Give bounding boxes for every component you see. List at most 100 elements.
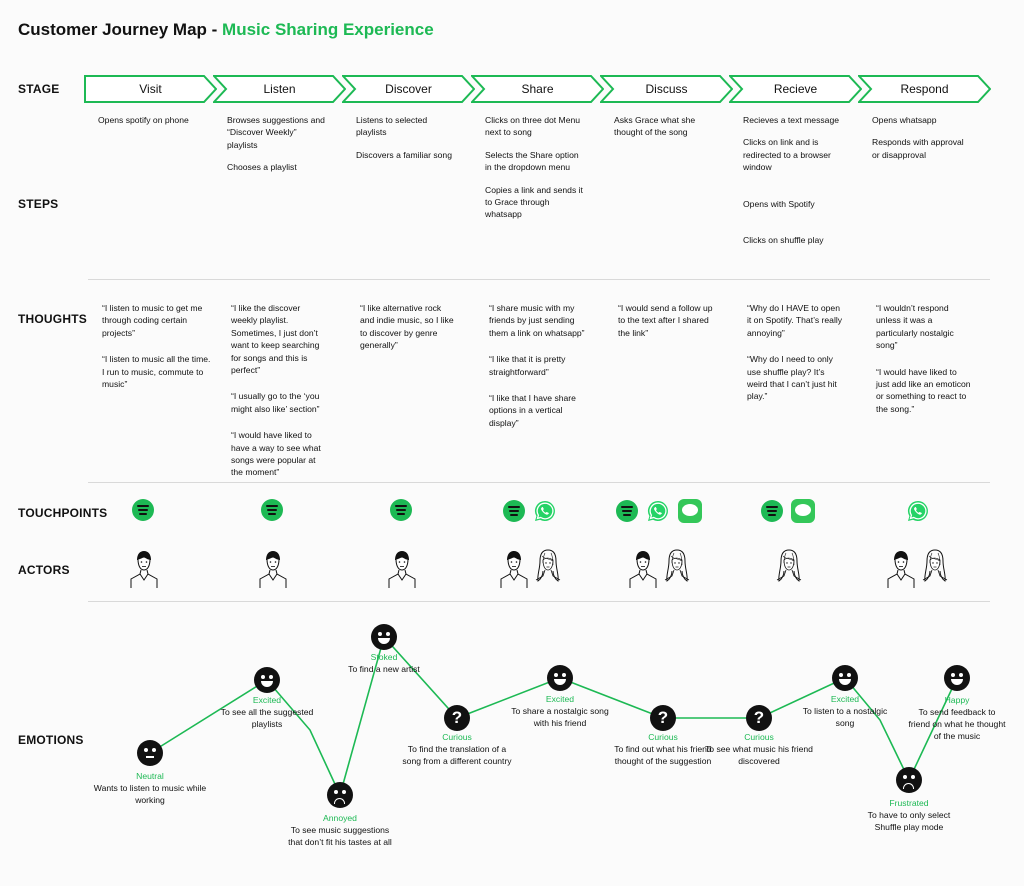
emotion-name: Happy: [944, 695, 970, 705]
step-text: Browses suggestions and “Discover Weekly…: [227, 115, 325, 150]
emotion-name: Neutral: [136, 771, 164, 781]
thoughts-column: “I like alternative rock and indie music…: [360, 302, 456, 366]
actor-group: [258, 548, 288, 588]
emotion-label: Curious To find out what his friend thoug…: [608, 731, 718, 767]
emotion-text: To share a nostalgic song with his frien…: [511, 706, 609, 728]
step-text: Responds with approval or disapproval: [872, 137, 964, 160]
row-label-thoughts: THOUGHTS: [18, 312, 87, 326]
stage-visit: Visit: [84, 75, 217, 103]
emotion-text: To find a new artist: [348, 664, 420, 674]
thought-text: “I would have liked to have a way to see…: [231, 430, 321, 478]
stage-label: Respond: [900, 82, 949, 96]
stage-label: Share: [521, 82, 554, 96]
emotion-text: To find out what his friend thought of t…: [614, 744, 712, 766]
touchpoint-group: [615, 499, 702, 523]
stage-respond: Respond: [858, 75, 991, 103]
emotion-happy-icon: [944, 665, 970, 691]
touchpoint-group: [389, 499, 412, 521]
actor-group: [628, 548, 692, 588]
thought-text: “I wouldn’t respond unless it was a part…: [876, 303, 954, 351]
messages-icon: [677, 499, 702, 523]
emotion-name: Excited: [545, 694, 575, 704]
row-label-actors: ACTORS: [18, 563, 70, 577]
divider: [88, 279, 990, 280]
touchpoint-group: [260, 499, 283, 521]
emotion-label: Stoked To find a new artist: [329, 651, 439, 675]
stage-label: Discover: [385, 82, 432, 96]
stage-share: Share: [471, 75, 604, 103]
touchpoint-group: [906, 499, 930, 523]
thought-text: “I listen to music to get me through cod…: [102, 303, 203, 338]
row-label-emotions: EMOTIONS: [18, 733, 84, 747]
emotion-name: Frustrated: [889, 798, 929, 808]
thoughts-column: “I like the discover weekly playlist. So…: [231, 302, 327, 493]
emotion-name: Stoked: [370, 652, 398, 662]
messages-icon: [790, 499, 815, 523]
step-text: Copies a link and sends it to Grace thro…: [485, 184, 583, 220]
emotion-text: To have to only select Shuffle play mode: [867, 810, 951, 832]
thought-text: “I like that I have share options in a v…: [489, 393, 576, 428]
man-avatar: [629, 551, 656, 588]
thought-text: “I share music with my friends by just s…: [489, 303, 585, 338]
woman-avatar: [922, 549, 947, 582]
emotion-name: Excited: [830, 694, 860, 704]
emotion-happy-icon: [547, 665, 573, 691]
whatsapp-icon: [646, 499, 670, 523]
step-text: Clicks on link and is redirected to a br…: [743, 137, 831, 173]
emotion-label: Frustrated To have to only select Shuffle…: [854, 797, 964, 833]
emotion-text: To see what music his friend discovered: [705, 744, 813, 766]
emotion-name: Curious: [648, 732, 678, 742]
stage-label: Listen: [263, 82, 296, 96]
step-text: Selects the Share option in the dropdown…: [485, 149, 579, 173]
steps-column: Asks Grace what she thought of the song: [614, 114, 714, 149]
step-text: Listens to selected playlists: [356, 115, 428, 138]
thought-text: “Why do I need to only use shuffle play?…: [747, 354, 837, 402]
emotion-name: Curious: [744, 732, 774, 742]
emotion-label: Excited To listen to a nostalgic song: [795, 693, 895, 729]
steps-column: Opens spotify on phone: [98, 114, 210, 136]
thought-text: “I listen to music all the time. I run t…: [102, 354, 211, 390]
thought-text: “Why do I HAVE to open it on Spotify. Th…: [747, 303, 843, 338]
spotify-icon: [502, 500, 525, 522]
steps-column: Browses suggestions and “Discover Weekly…: [227, 114, 327, 184]
divider: [88, 601, 990, 602]
emotion-text: To see music suggestions that don’t fit …: [288, 825, 392, 847]
emotion-question-icon: ?: [746, 705, 772, 731]
man-avatar: [130, 551, 157, 588]
row-label-steps: STEPS: [18, 197, 59, 211]
emotion-text: To send feedback to friend on what he th…: [908, 707, 1006, 741]
spotify-icon: [131, 499, 154, 521]
stage-recieve: Recieve: [729, 75, 862, 103]
actor-group: [129, 548, 159, 588]
thought-text: “I usually go to the ‘you might also lik…: [231, 391, 320, 414]
thought-text: “I like alternative rock and indie music…: [360, 303, 454, 351]
emotion-happy-icon: [254, 667, 280, 693]
step-text: Asks Grace what she thought of the song: [614, 115, 696, 138]
thought-text: “I would send a follow up to the text af…: [618, 303, 713, 338]
emotion-label: Happy To send feedback to friend on what …: [907, 694, 1007, 742]
emotion-question-icon: ?: [444, 705, 470, 731]
thought-text: “I like the discover weekly playlist. So…: [231, 303, 320, 376]
man-avatar: [500, 551, 527, 588]
step-text: Recieves a text message: [743, 115, 840, 125]
step-text: Clicks on shuffle play: [743, 235, 824, 246]
emotion-text: To see all the suggested playlists: [220, 707, 314, 729]
step-text: Chooses a playlist: [227, 162, 297, 173]
thoughts-column: “I listen to music to get me through cod…: [102, 302, 212, 404]
spotify-icon: [615, 500, 638, 522]
step-text: Discovers a familiar song: [356, 149, 452, 160]
emotion-happy-icon: [371, 624, 397, 650]
stage-label: Visit: [139, 82, 162, 96]
emotion-sad-icon: [896, 767, 922, 793]
actor-group: [886, 548, 950, 588]
spotify-icon: [260, 499, 283, 521]
emotion-text: To listen to a nostalgic song: [802, 706, 888, 728]
whatsapp-icon: [533, 499, 557, 523]
woman-avatar: [776, 549, 801, 582]
row-label-touchpoints: TOUCHPOINTS: [18, 506, 108, 520]
page-title: Customer Journey Map - Music Sharing Exp…: [18, 20, 434, 40]
